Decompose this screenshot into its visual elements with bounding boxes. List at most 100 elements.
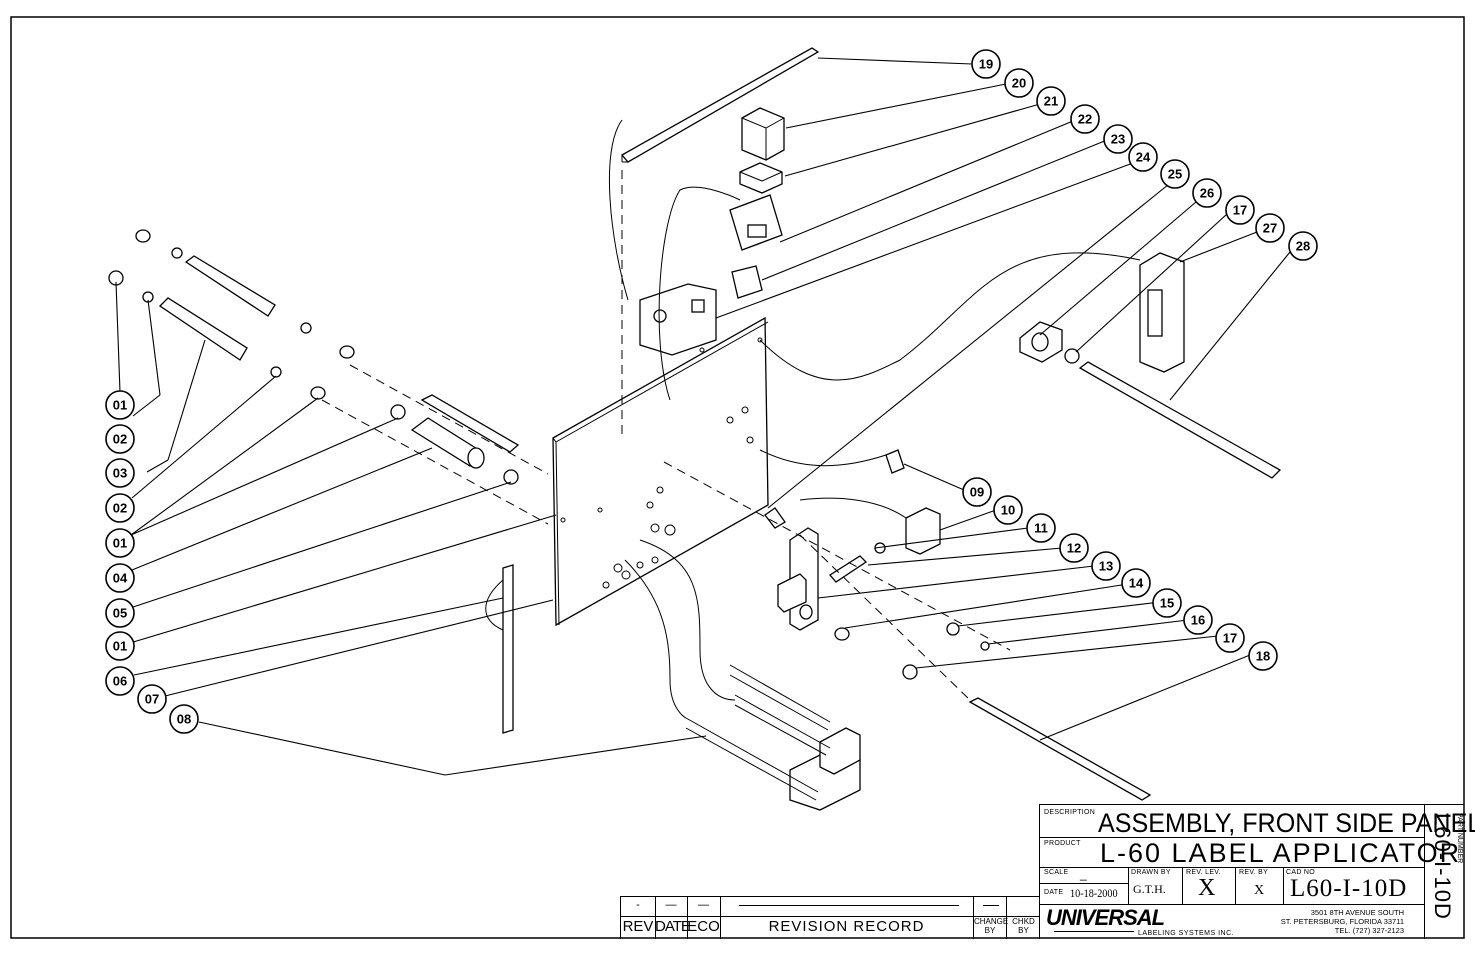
callout-label: 13: [1099, 559, 1113, 574]
callout-23: 23: [1103, 124, 1133, 154]
callout-label: 28: [1296, 239, 1310, 254]
address-block: 3501 8TH AVENUE SOUTH ST. PETERSBURG, FL…: [1281, 908, 1404, 935]
rev-lev-value: X: [1198, 875, 1216, 901]
callout-label: 11: [1034, 521, 1048, 536]
callout-02: 02: [105, 424, 135, 454]
callout-label: 01: [113, 536, 127, 551]
callout-22: 22: [1070, 104, 1100, 134]
callout-01: 01: [105, 631, 135, 661]
phone-line: TEL. (727) 327-2123: [1334, 926, 1404, 935]
callout-19: 19: [971, 49, 1001, 79]
address-line-1: 3501 8TH AVENUE SOUTH: [1310, 908, 1404, 917]
callout-label: 22: [1078, 112, 1092, 127]
scale-value: _: [1080, 867, 1087, 881]
company-logo: UNIVERSAL: [1046, 905, 1165, 930]
callout-18: 18: [1248, 641, 1278, 671]
change-by-header: CHANGE BY: [974, 917, 1009, 935]
callout-28: 28: [1288, 231, 1318, 261]
callout-05: 05: [105, 598, 135, 628]
callout-27: 27: [1255, 213, 1285, 243]
callout-label: 16: [1191, 613, 1205, 628]
revision-record-header: REVISION RECORD: [768, 918, 925, 935]
callout-label: 10: [1001, 503, 1015, 518]
drawn-by-value: G.T.H.: [1133, 882, 1166, 896]
logo-underline: [1054, 931, 1134, 932]
callout-label: 17: [1223, 631, 1237, 646]
callout-label: 20: [1012, 76, 1026, 91]
scale-label: SCALE: [1044, 869, 1069, 876]
callout-label: 21: [1044, 94, 1058, 109]
rev-value: -: [636, 899, 640, 911]
callout-label: 12: [1067, 541, 1081, 556]
callout-label: 06: [113, 674, 127, 689]
callout-label: 26: [1200, 186, 1214, 201]
callout-02: 02: [105, 493, 135, 523]
callout-01: 01: [105, 528, 135, 558]
date-value: —: [665, 899, 677, 911]
assembly-centerlines: [321, 119, 1141, 719]
part-number-column: PART NUMBER L60-I-10D: [1427, 813, 1463, 937]
callout-03: 03: [105, 458, 135, 488]
callout-17: 17: [1225, 195, 1255, 225]
product-value: L-60 LABEL APPLICATOR: [1100, 838, 1462, 868]
sheet-border: [10, 16, 1465, 939]
date-label: DATE: [1044, 889, 1064, 896]
rev-by-value: X: [1254, 883, 1265, 898]
callout-label: 24: [1136, 150, 1151, 165]
description-value: ASSEMBLY, FRONT SIDE PANEL: [1098, 808, 1475, 838]
callout-label: 02: [113, 501, 127, 516]
callout-15: 15: [1152, 588, 1182, 618]
callout-21: 21: [1036, 86, 1066, 116]
callout-06: 06: [105, 666, 135, 696]
callout-17: 17: [1215, 623, 1245, 653]
callout-16: 16: [1183, 605, 1213, 635]
revision-block: - — — REV DATE ECO REVISION RECORD CHANG…: [620, 896, 1040, 939]
rev-lev-label: REV. LEV.: [1186, 869, 1221, 876]
callout-label: 15: [1160, 596, 1174, 611]
callout-25: 25: [1160, 159, 1190, 189]
part-number-value: L60-I-10D: [1430, 813, 1455, 920]
callout-10: 10: [993, 495, 1023, 525]
callout-label: 18: [1256, 649, 1270, 664]
chkd-by-header: CHKD BY: [1012, 917, 1035, 935]
callout-11: 11: [1026, 513, 1056, 543]
eco-value: —: [698, 899, 709, 911]
address-line-2: ST. PETERSBURG, FLORIDA 33711: [1280, 917, 1404, 926]
date-header: DATE: [655, 918, 691, 935]
callout-bubbles: 19 20 21 22 23 24 25 26 17 27 28 01 02 03 02 01 04 05 01 06…: [105, 49, 1318, 734]
callout-label: 01: [113, 398, 127, 413]
callout-09: 09: [962, 477, 992, 507]
leader-lines: [115, 57, 1291, 776]
callout-13: 13: [1091, 551, 1121, 581]
callout-label: 19: [979, 57, 993, 72]
callout-label: 02: [113, 432, 127, 447]
callout-label: 23: [1111, 132, 1125, 147]
callout-label: 07: [145, 692, 159, 707]
company-subtitle: LABELING SYSTEMS INC.: [1138, 930, 1235, 937]
callout-04: 04: [105, 563, 135, 593]
product-label: PRODUCT: [1044, 840, 1081, 847]
callout-01: 01: [105, 390, 135, 420]
description-label: DESCRIPTION: [1044, 809, 1096, 816]
callout-24: 24: [1128, 142, 1158, 172]
callout-12: 12: [1059, 533, 1089, 563]
part-number-label: PART NUMBER: [1456, 813, 1463, 864]
eco-header: ECO: [687, 918, 720, 935]
drawn-by-label: DRAWN BY: [1131, 869, 1171, 876]
title-block: DESCRIPTION ASSEMBLY, FRONT SIDE PANEL P…: [1039, 804, 1475, 939]
callout-14: 14: [1121, 568, 1151, 598]
callout-08: 08: [169, 704, 199, 734]
callout-label: 05: [113, 606, 127, 621]
callout-label: 17: [1233, 203, 1247, 218]
callout-label: 03: [113, 466, 127, 481]
callout-26: 26: [1192, 178, 1222, 208]
callout-label: 04: [113, 571, 128, 586]
callout-label: 25: [1168, 167, 1182, 182]
rev-by-label: REV. BY: [1239, 869, 1269, 876]
callout-label: 27: [1263, 221, 1277, 236]
callout-07: 07: [137, 684, 167, 714]
callout-20: 20: [1004, 68, 1034, 98]
callout-label: 14: [1129, 576, 1144, 591]
cad-no-label: CAD NO: [1286, 869, 1316, 876]
